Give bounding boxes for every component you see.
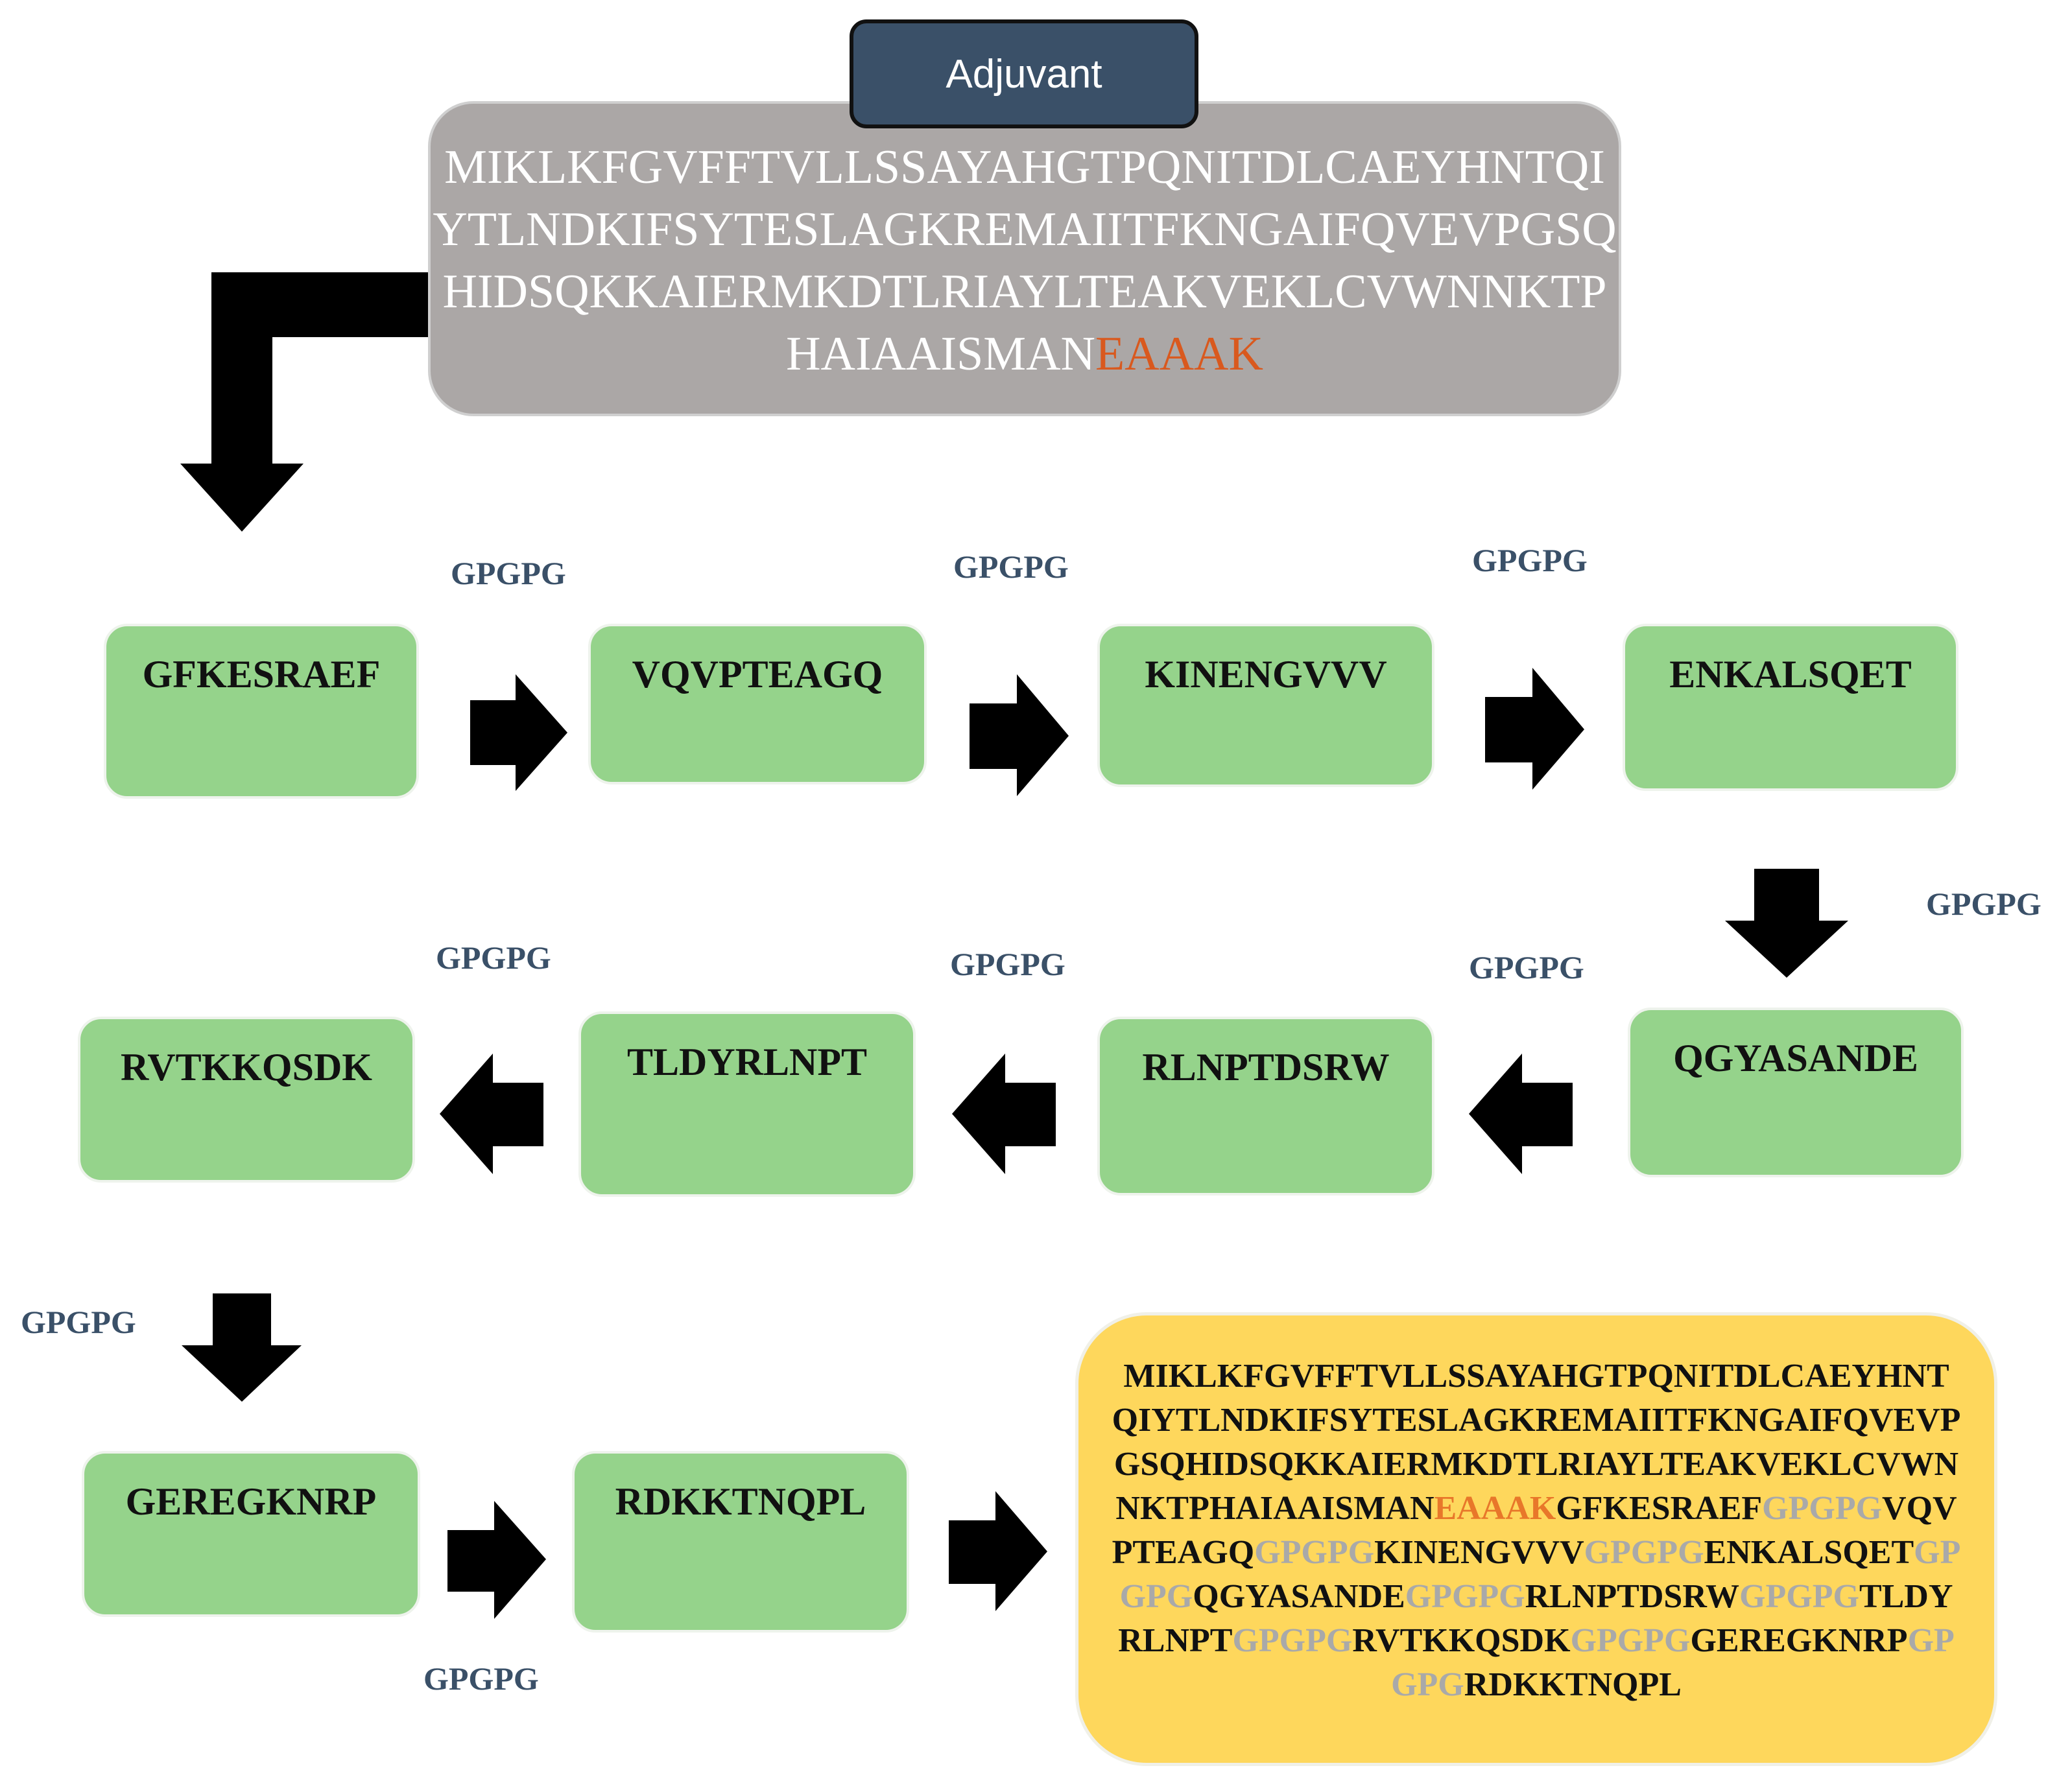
final-seq-line: PTEAGQGPGPGKINENGVVVGPGPGENKALSQETGP [1078,1531,1994,1575]
sequence-segment: MIKLKFGVFFTVLLSSAYAHGTPQNITDLCAEYHNT [1123,1358,1949,1395]
adjuvant-sequence-box: MIKLKFGVFFTVLLSSAYAHGTPQNITDLCAEYHNTQI Y… [428,101,1621,416]
final-seq-line: GSQHIDSQKKAIERMKDTLRIAYLTEAKVEKLCVWN [1078,1443,1994,1487]
right-arrow-5 [949,1491,1047,1611]
linker-label: GPGPG [451,555,566,591]
adjuvant-seq-line: HIDSQKKAIERMKDTLRIAYLTEAKVEKLCVWNNKTP [442,265,1607,318]
adjuvant-seq-line: MIKLKFGVFFTVLLSSAYAHGTPQNITDLCAEYHNTQI [444,141,1605,194]
sequence-segment: RLNPTDSRW [1525,1578,1740,1615]
sequence-segment: KINENGVVV [1374,1534,1584,1571]
epitope-box-5: QGYASANDE [1628,1008,1964,1177]
adjuvant-title: Adjuvant [850,19,1198,128]
down-arrow-right [1725,869,1848,978]
adjuvant-seq-prefix: HAIAAISMAN [786,327,1095,381]
gpgpg-linker-segment: GPGPG [1570,1622,1691,1659]
sequence-segment: QGYASANDE [1193,1578,1405,1615]
gpgpg-linker-segment: GP [1907,1622,1955,1659]
sequence-segment: PTEAGQ [1112,1534,1255,1571]
sequence-segment: NKTPHAIAAISMAN [1115,1490,1434,1527]
final-seq-line: GPGRDKKTNQPL [1078,1663,1994,1707]
gpgpg-linker-segment: GPGPG [1232,1622,1353,1659]
gpgpg-linker-segment: GPGPG [1584,1534,1704,1571]
eaaak-linker-segment: EAAAK [1434,1490,1556,1527]
epitope-box-6: RLNPTDSRW [1097,1017,1434,1196]
sequence-segment: QIYTLNDKIFSYTESLAGKREMAIITFKNGAIFQVEVP [1112,1402,1961,1439]
gpgpg-linker-segment: GPG [1391,1666,1464,1703]
epitope-box-2: VQVPTEAGQ [588,624,927,784]
sequence-segment: GSQHIDSQKKAIERMKDTLRIAYLTEAKVEKLCVWN [1113,1446,1959,1483]
epitope-box-9: GEREGKNRP [82,1451,420,1617]
sequence-segment: VQV [1882,1490,1957,1527]
epitope-box-10: RDKKTNQPL [572,1451,909,1633]
sequence-segment: TLDY [1859,1578,1953,1615]
epitope-box-8: RVTKKQSDK [78,1017,415,1183]
gpgpg-linker-segment: GPGPG [1405,1578,1525,1615]
sequence-segment: RVTKKQSDK [1352,1622,1571,1659]
gpgpg-linker-segment: GPGPG [1254,1534,1375,1571]
sequence-segment: RLNPT [1118,1622,1233,1659]
linker-label: GPGPG [21,1304,136,1340]
final-seq-line: QIYTLNDKIFSYTESLAGKREMAIITFKNGAIFQVEVP [1078,1398,1994,1443]
adjuvant-to-first-arrow [180,272,428,532]
gpgpg-linker-segment: GPG [1119,1578,1193,1615]
left-arrow-2 [952,1054,1056,1174]
linker-label: GPGPG [436,939,551,976]
linker-label: GPGPG [1469,949,1584,985]
linker-label: GPGPG [423,1660,539,1697]
gpgpg-linker-segment: GP [1914,1534,1961,1571]
epitope-box-3: KINENGVVV [1097,624,1434,787]
epitope-box-7: TLDYRLNPT [578,1011,916,1197]
left-arrow-3 [440,1054,543,1174]
down-arrow-left [182,1293,302,1402]
linker-label: GPGPG [953,548,1069,585]
right-arrow-4 [447,1501,546,1619]
final-seq-line: NKTPHAIAAISMANEAAAKGFKESRAEFGPGPGVQV [1078,1487,1994,1531]
linker-label: GPGPG [950,946,1065,982]
right-arrow-1 [470,674,567,791]
sequence-segment: RDKKTNQPL [1464,1666,1682,1703]
final-seq-line: GPGQGYASANDEGPGPGRLNPTDSRWGPGPGTLDY [1078,1575,1994,1619]
linker-label: GPGPG [1926,886,2041,922]
sequence-segment: ENKALSQET [1704,1534,1914,1571]
right-arrow-2 [970,674,1069,796]
final-seq-line: MIKLKFGVFFTVLLSSAYAHGTPQNITDLCAEYHNT [1078,1354,1994,1398]
final-seq-line: RLNPTGPGPGRVTKKQSDKGPGPGGEREGKNRPGP [1078,1619,1994,1663]
adjuvant-seq-line-last: HAIAAISMANEAAAK [431,323,1619,385]
eaaak-linker: EAAAK [1095,327,1263,381]
gpgpg-linker-segment: GPGPG [1739,1578,1859,1615]
sequence-segment: GFKESRAEF [1556,1490,1763,1527]
sequence-segment: GEREGKNRP [1690,1622,1908,1659]
adjuvant-seq-line: YTLNDKIFSYTESLAGKREMAIITFKNGAIFQVEVPGSQ [433,203,1617,256]
left-arrow-1 [1469,1054,1573,1174]
epitope-box-4: ENKALSQET [1623,624,1958,791]
gpgpg-linker-segment: GPGPG [1762,1490,1883,1527]
right-arrow-3 [1485,668,1584,790]
final-construct-box: MIKLKFGVFFTVLLSSAYAHGTPQNITDLCAEYHNT QIYT… [1075,1312,1997,1766]
linker-label: GPGPG [1472,542,1588,578]
epitope-box-1: GFKESRAEF [104,624,419,799]
